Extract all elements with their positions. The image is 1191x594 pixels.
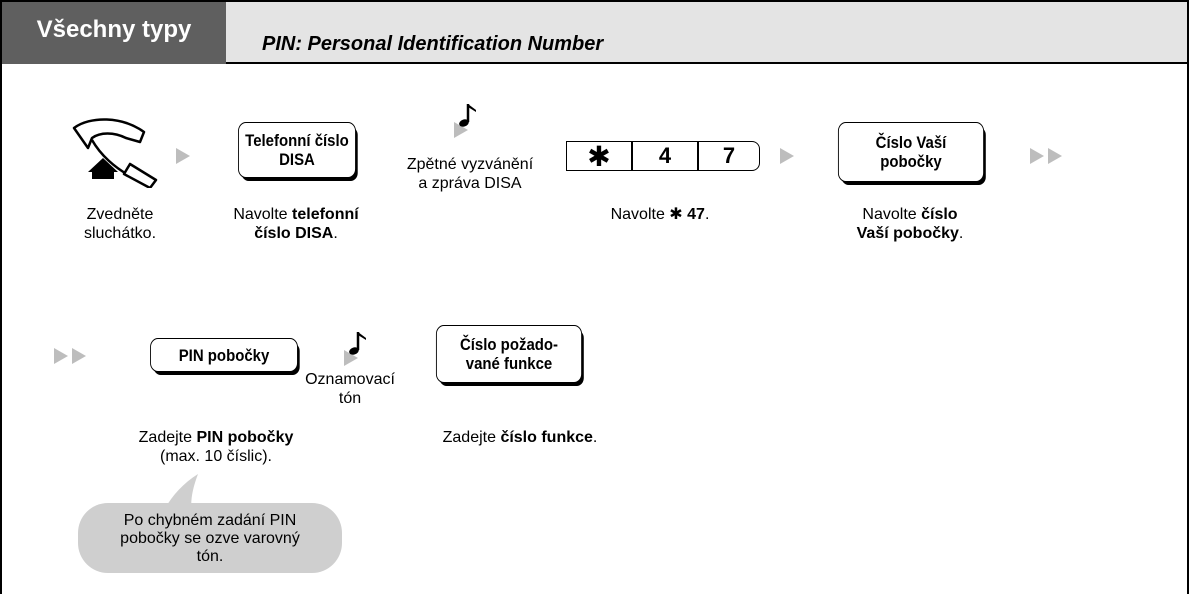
category-tag-label: Všechny typy	[36, 16, 192, 43]
arrow-right-icon	[780, 148, 794, 164]
pin-box: PIN pobočky	[150, 338, 298, 372]
step5-caption: Zadejte PIN pobočky(max. 10 číslic).	[138, 429, 294, 465]
category-tag: Všechny typy	[2, 2, 226, 64]
music-note-icon	[344, 332, 366, 366]
double-arrow-icon	[1030, 148, 1044, 164]
double-arrow-icon	[72, 348, 86, 364]
step3-caption: Navolte ✱ 47.	[610, 206, 710, 223]
double-arrow-icon	[54, 348, 68, 364]
warning-note-bubble	[78, 503, 342, 573]
key-star-button: ✱	[566, 141, 632, 172]
key-4-button: 4	[632, 141, 698, 171]
music-note-icon	[454, 104, 476, 138]
feature-number-box: Číslo požado-vané funkce	[435, 325, 583, 383]
step6-caption: Zadejte číslo funkce.	[442, 429, 598, 446]
handset-off-hook-icon	[72, 118, 158, 188]
arrow-right-icon	[176, 148, 190, 164]
key-7-button: 7	[698, 141, 760, 171]
double-arrow-icon	[1048, 148, 1062, 164]
page-title: PIN: Personal Identification Number	[262, 33, 604, 55]
